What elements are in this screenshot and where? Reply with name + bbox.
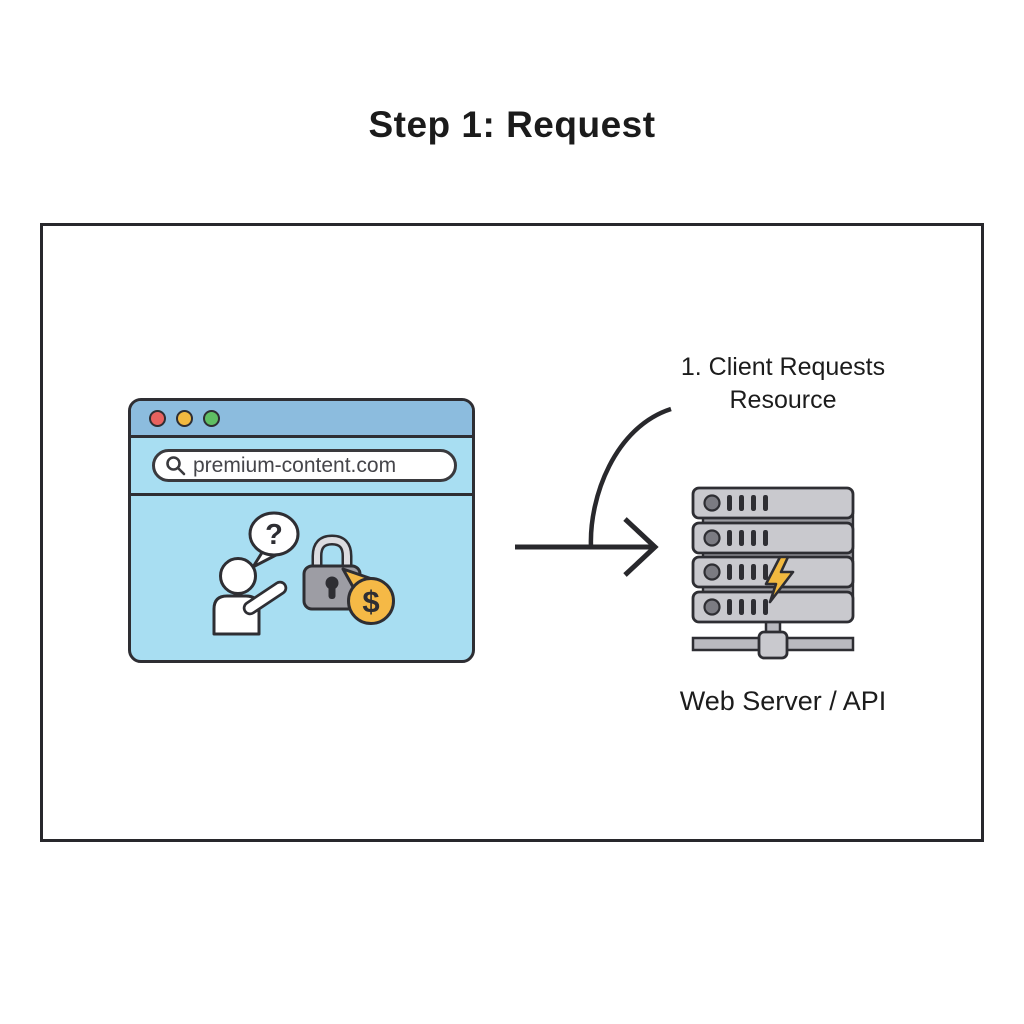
traffic-light-yellow-icon[interactable]	[176, 409, 193, 427]
question-bubble-icon: ?	[248, 511, 300, 569]
flow-label-line1: 1. Client Requests	[680, 353, 886, 381]
server-label: Web Server / API	[679, 686, 887, 716]
arrowhead-icon	[623, 517, 659, 577]
network-connector-icon	[691, 618, 855, 660]
traffic-light-green-icon[interactable]	[203, 409, 220, 427]
browser-titlebar	[131, 401, 472, 438]
question-mark: ?	[265, 519, 283, 551]
browser-address-row: premium-content.com	[131, 438, 472, 496]
flow-arrow	[515, 406, 672, 577]
traffic-light-red-icon[interactable]	[149, 409, 166, 427]
person-icon	[212, 557, 288, 636]
browser-window: premium-content.com ?	[128, 398, 475, 663]
server-stack-icon	[691, 486, 855, 660]
flow-label-line2: Resource	[729, 386, 837, 414]
diagram-frame: premium-content.com ?	[40, 223, 984, 842]
paywall-scene: ?	[212, 511, 395, 636]
address-bar[interactable]: premium-content.com	[152, 449, 457, 482]
url-text: premium-content.com	[193, 453, 397, 477]
search-icon	[166, 456, 186, 476]
page-title: Step 1: Request	[368, 104, 656, 145]
flow-label: 1. Client Requests Resource	[658, 351, 908, 417]
browser-content: ?	[131, 496, 472, 660]
server-units	[691, 486, 855, 624]
leader-curve	[588, 406, 672, 548]
dollar-coin-icon: $	[341, 567, 395, 625]
padlock-icon	[302, 534, 362, 611]
lightning-bolt-icon	[764, 555, 795, 604]
dollar-sign: $	[362, 584, 379, 619]
